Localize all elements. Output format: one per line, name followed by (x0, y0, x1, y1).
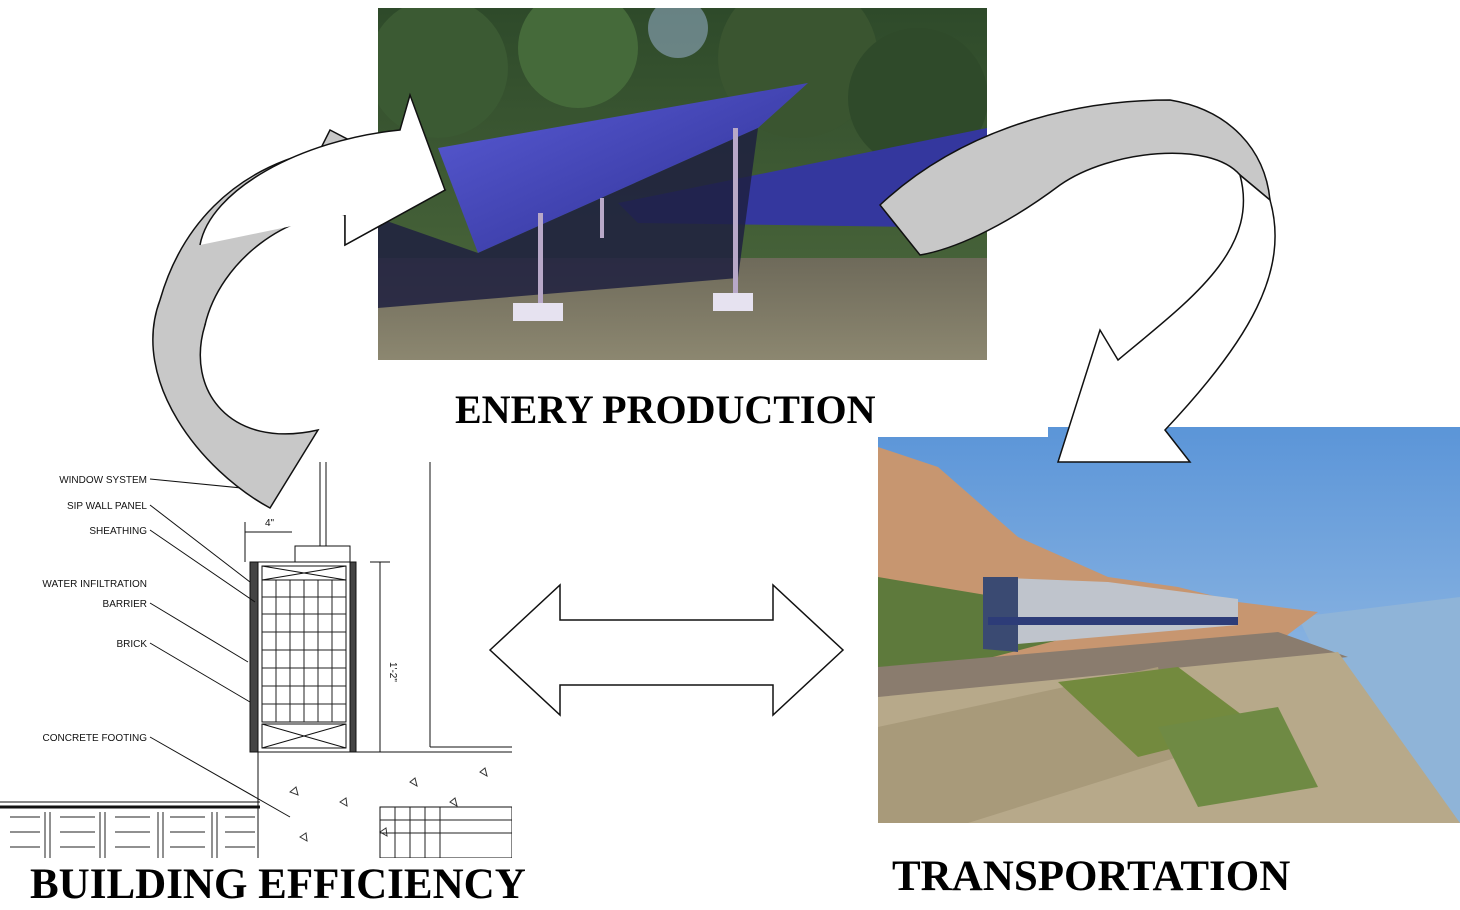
train-photo (878, 427, 1460, 823)
building-section-drawing: WINDOW SYSTEM SIP WALL PANEL SHEATHING W… (0, 462, 512, 858)
transportation-label: TRANSPORTATION (892, 853, 1291, 900)
solar-panel-photo (378, 8, 987, 360)
label-sheathing: SHEATHING (89, 526, 147, 537)
building-efficiency-label: BUILDING EFFICIENCY (30, 861, 526, 908)
double-headed-arrow-icon (488, 583, 845, 717)
label-sip-wall-panel: SIP WALL PANEL (67, 501, 147, 512)
dimension-width: 4" (265, 518, 275, 529)
label-window-system: WINDOW SYSTEM (59, 475, 147, 486)
label-brick: BRICK (116, 639, 147, 650)
dimension-height: 1'-2" (387, 662, 398, 682)
curved-arrow-energy-to-transport-icon (878, 99, 1271, 256)
energy-production-label: ENERY PRODUCTION (455, 387, 876, 432)
label-water-infiltration: WATER INFILTRATION (42, 579, 147, 590)
label-concrete-footing: CONCRETE FOOTING (43, 733, 148, 744)
label-barrier: BARRIER (103, 599, 147, 610)
